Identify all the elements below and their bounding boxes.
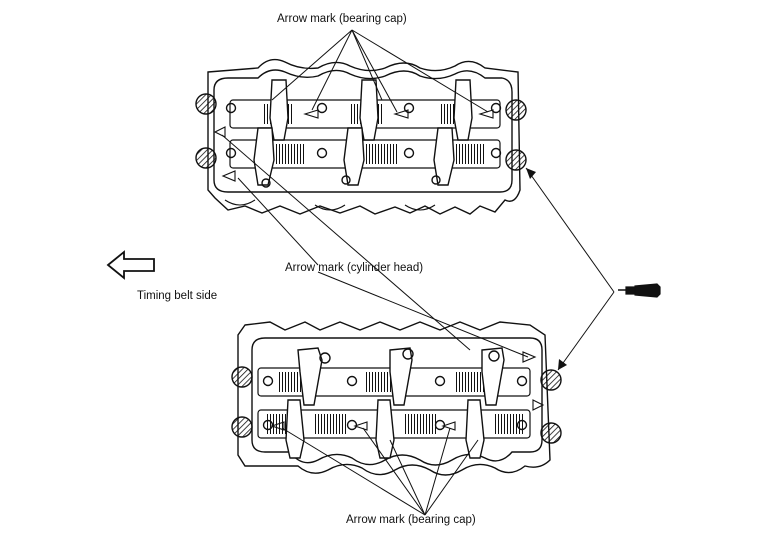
label-arrow-mark-bearing-cap-bottom: Arrow mark (bearing cap) <box>346 514 476 526</box>
cylinder-head-bottom <box>231 321 562 476</box>
sealant-tube-icon <box>618 283 661 298</box>
left-outline-arrow-icon <box>106 250 155 280</box>
label-arrow-mark-cylinder-head: Arrow mark (cylinder head) <box>285 262 424 274</box>
label-timing-belt-side: Timing belt side <box>137 290 218 302</box>
leader-lines <box>221 29 615 516</box>
cylinder-head-top <box>195 58 527 215</box>
label-arrow-mark-bearing-cap-top: Arrow mark (bearing cap) <box>277 13 407 25</box>
